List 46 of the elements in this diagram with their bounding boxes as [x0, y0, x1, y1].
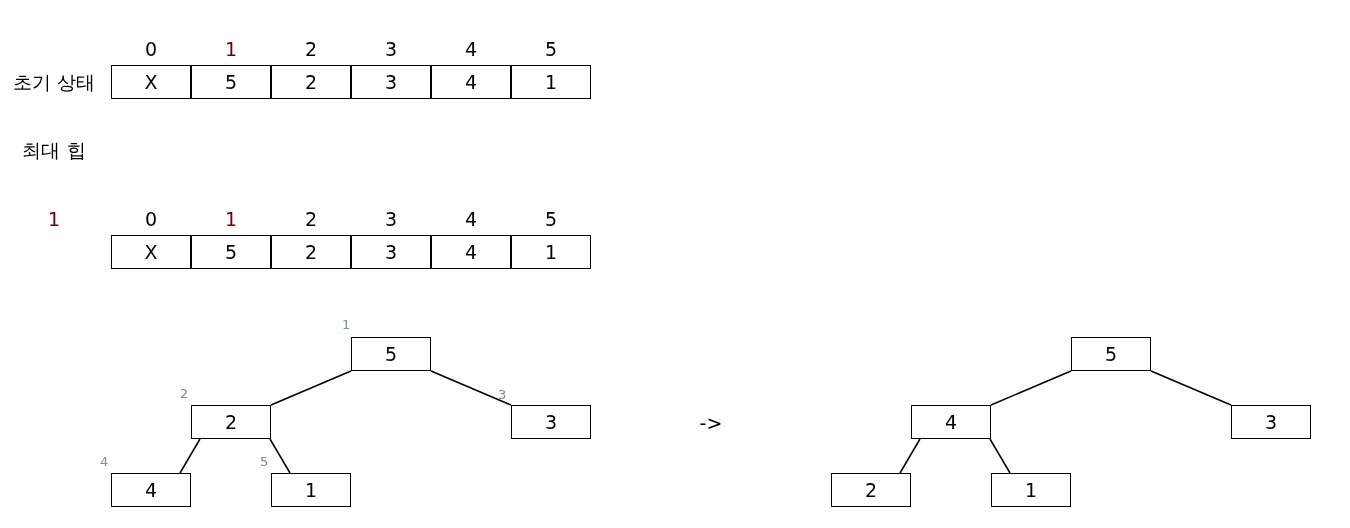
tree-edge	[990, 370, 1072, 406]
array-cell: 5	[191, 65, 271, 99]
tree-node-box: 2	[831, 473, 911, 507]
array-cell: 2	[271, 65, 351, 99]
index-number: 3	[384, 208, 398, 230]
index-number: 3	[498, 387, 507, 402]
array-cell: 3	[351, 235, 431, 269]
tree-edge	[899, 438, 921, 474]
index-number: 4	[100, 454, 109, 469]
array-cell: 4	[431, 65, 511, 99]
index-number: 0	[144, 38, 158, 60]
tree-edge	[1150, 370, 1232, 406]
tree-node-box: 3	[1231, 405, 1311, 439]
array-cell: 1	[511, 235, 591, 269]
tree-node-box: 5	[1071, 337, 1151, 371]
array-cell: X	[111, 65, 191, 99]
tree-edge	[430, 370, 512, 406]
index-number: 5	[544, 38, 558, 60]
row-heading: 초기 상태	[13, 70, 95, 95]
array-cell: 5	[191, 235, 271, 269]
tree-edge	[269, 438, 291, 474]
index-number: 1	[224, 38, 238, 60]
array-cell: X	[111, 235, 191, 269]
array-cell: 2	[271, 235, 351, 269]
array-cell: 4	[431, 235, 511, 269]
tree-edge	[989, 438, 1011, 474]
index-number: 2	[304, 208, 318, 230]
array-cell: 1	[511, 65, 591, 99]
index-number: 3	[384, 38, 398, 60]
transition-arrow-text: ->	[699, 412, 723, 434]
index-number: 1	[224, 208, 238, 230]
tree-node-box: 4	[911, 405, 991, 439]
index-number: 5	[544, 208, 558, 230]
section-heading: 최대 힙	[22, 138, 86, 163]
index-number: 1	[342, 317, 351, 332]
tree-edge	[270, 370, 352, 406]
tree-edge	[179, 438, 201, 474]
array-cell: 3	[351, 65, 431, 99]
index-number: 5	[260, 454, 269, 469]
index-number: 4	[464, 208, 478, 230]
index-number: 2	[180, 386, 189, 401]
index-number: 4	[464, 38, 478, 60]
step-number: 1	[47, 208, 61, 230]
tree-node-box: 1	[991, 473, 1071, 507]
index-number: 0	[144, 208, 158, 230]
index-number: 2	[304, 38, 318, 60]
